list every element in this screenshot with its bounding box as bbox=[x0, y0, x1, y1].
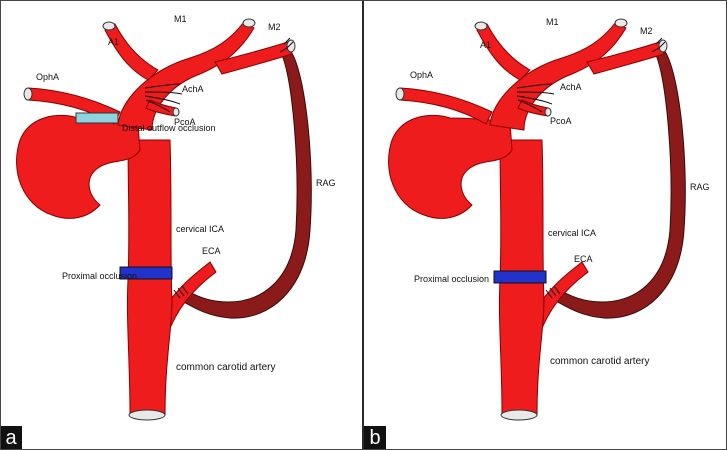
diagram-a: A1 M1 M2 OphA AchA PcoA Distal outflow o… bbox=[16, 14, 336, 421]
panel-label-a: a bbox=[0, 426, 22, 450]
m1-vessel bbox=[489, 21, 627, 131]
pcoa-end bbox=[172, 107, 180, 117]
panel-label-b: b bbox=[364, 426, 386, 450]
label-a1: A1 bbox=[480, 40, 491, 50]
label-pcoa: PcoA bbox=[550, 116, 572, 126]
label-eca: ECA bbox=[202, 246, 221, 256]
label-pcoa: PcoA bbox=[174, 117, 196, 127]
m1-end bbox=[242, 18, 256, 28]
m2-vessel bbox=[586, 41, 665, 75]
a1-end bbox=[474, 21, 488, 31]
m2-vessel bbox=[214, 41, 293, 75]
diagram-b: A1 M1 M2 OphA AchA PcoA RAG cervical ICA… bbox=[388, 17, 710, 421]
aneurysm bbox=[16, 114, 141, 219]
a1-end bbox=[102, 21, 116, 31]
label-m1: M1 bbox=[546, 17, 559, 27]
opha-end bbox=[23, 87, 33, 101]
label-acha: AchA bbox=[182, 84, 204, 94]
m2-end bbox=[286, 39, 296, 53]
label-rag: RAG bbox=[316, 178, 336, 188]
aneurysm bbox=[388, 114, 513, 219]
label-eca: ECA bbox=[574, 254, 593, 264]
label-proximal-occlusion: Proximal occlusion bbox=[414, 274, 489, 284]
label-a1: A1 bbox=[108, 37, 119, 47]
proximal-occlusion-clip bbox=[119, 266, 173, 280]
suture-marks bbox=[545, 37, 666, 299]
label-common-carotid: common carotid artery bbox=[550, 356, 649, 367]
opha-end bbox=[395, 87, 405, 101]
acha-vessels bbox=[144, 83, 183, 113]
label-cervical-ica: cervical ICA bbox=[548, 228, 596, 238]
m1-vessel bbox=[117, 21, 255, 131]
label-rag: RAG bbox=[690, 182, 710, 192]
label-distal-occlusion: Distal outflow occlusion bbox=[122, 123, 216, 133]
acha-vessels bbox=[516, 83, 555, 113]
label-m2: M2 bbox=[268, 22, 281, 32]
m2-end bbox=[658, 39, 668, 53]
m1-end bbox=[614, 18, 628, 28]
proximal-occlusion-clip bbox=[493, 270, 547, 284]
label-opha: OphA bbox=[410, 70, 433, 80]
panel-divider bbox=[362, 0, 364, 450]
label-proximal-occlusion: Proximal occlusion bbox=[62, 271, 137, 281]
distal-occlusion-clip bbox=[75, 112, 119, 124]
a1-vessel bbox=[104, 23, 159, 81]
a1-vessel bbox=[476, 23, 531, 81]
panel-b: A1 M1 M2 OphA AchA PcoA RAG cervical ICA… bbox=[364, 0, 727, 450]
label-acha: AchA bbox=[560, 82, 582, 92]
label-cervical-ica: cervical ICA bbox=[176, 224, 224, 234]
label-m2: M2 bbox=[640, 26, 653, 36]
label-opha: OphA bbox=[36, 72, 59, 82]
suture-marks bbox=[173, 37, 294, 299]
cca-end bbox=[128, 409, 166, 421]
cca-end bbox=[500, 409, 538, 421]
label-m1: M1 bbox=[174, 14, 187, 24]
panel-a: A1 M1 M2 OphA AchA PcoA Distal outflow o… bbox=[0, 0, 363, 450]
pcoa-end bbox=[544, 107, 552, 117]
label-common-carotid: common carotid artery bbox=[176, 362, 275, 373]
